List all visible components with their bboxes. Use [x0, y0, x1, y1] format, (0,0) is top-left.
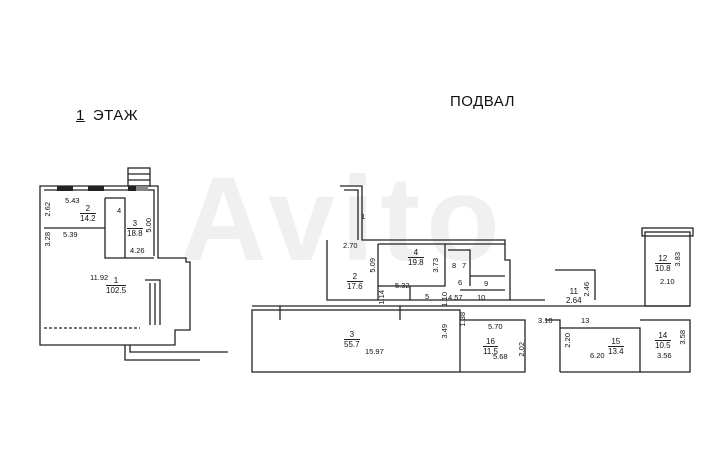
- room-b9: 9: [484, 279, 489, 288]
- dim: 4.57: [448, 293, 463, 302]
- room-b8: 8: [452, 261, 457, 270]
- dim: 2.20: [563, 333, 572, 348]
- dim: 6.20: [590, 351, 605, 360]
- dim: 1.14: [377, 290, 386, 305]
- dim: 5.43: [65, 196, 80, 205]
- dim: 2.46: [582, 282, 591, 297]
- dim: 5.09: [368, 258, 377, 273]
- dim: 5.70: [488, 322, 503, 331]
- dim: 3.49: [440, 324, 449, 339]
- basement-title: ПОДВАЛ: [450, 93, 515, 110]
- dim: 3.58: [678, 330, 687, 345]
- dim: 5.68: [493, 352, 508, 361]
- watermark: Avito: [180, 152, 506, 286]
- dim: 2.62: [43, 202, 52, 217]
- dim: 1.38: [458, 312, 467, 327]
- dim: 5.39: [63, 230, 78, 239]
- dim: 2.02: [517, 342, 526, 357]
- dim: 3.83: [673, 252, 682, 267]
- room-b13: 13: [581, 316, 590, 325]
- dim: 2.70: [343, 241, 358, 250]
- dim: 3.56: [657, 351, 672, 360]
- room-b7: 7: [462, 261, 467, 270]
- dim: 5.00: [144, 218, 153, 233]
- dim: 3.73: [431, 258, 440, 273]
- room-b6: 6: [458, 278, 463, 287]
- dim: 11.92: [90, 273, 109, 282]
- dim: 3.10: [538, 316, 553, 325]
- room-b5: 5: [425, 292, 430, 301]
- room-b1: 1: [361, 212, 366, 221]
- dim: 4.26: [130, 246, 145, 255]
- dim: 15.97: [365, 347, 384, 356]
- dim: 2.10: [660, 277, 675, 286]
- room-b10: 10: [477, 293, 486, 302]
- room-4: 4: [117, 206, 122, 215]
- dim: 3.28: [43, 232, 52, 247]
- dim: 5.32: [395, 281, 410, 290]
